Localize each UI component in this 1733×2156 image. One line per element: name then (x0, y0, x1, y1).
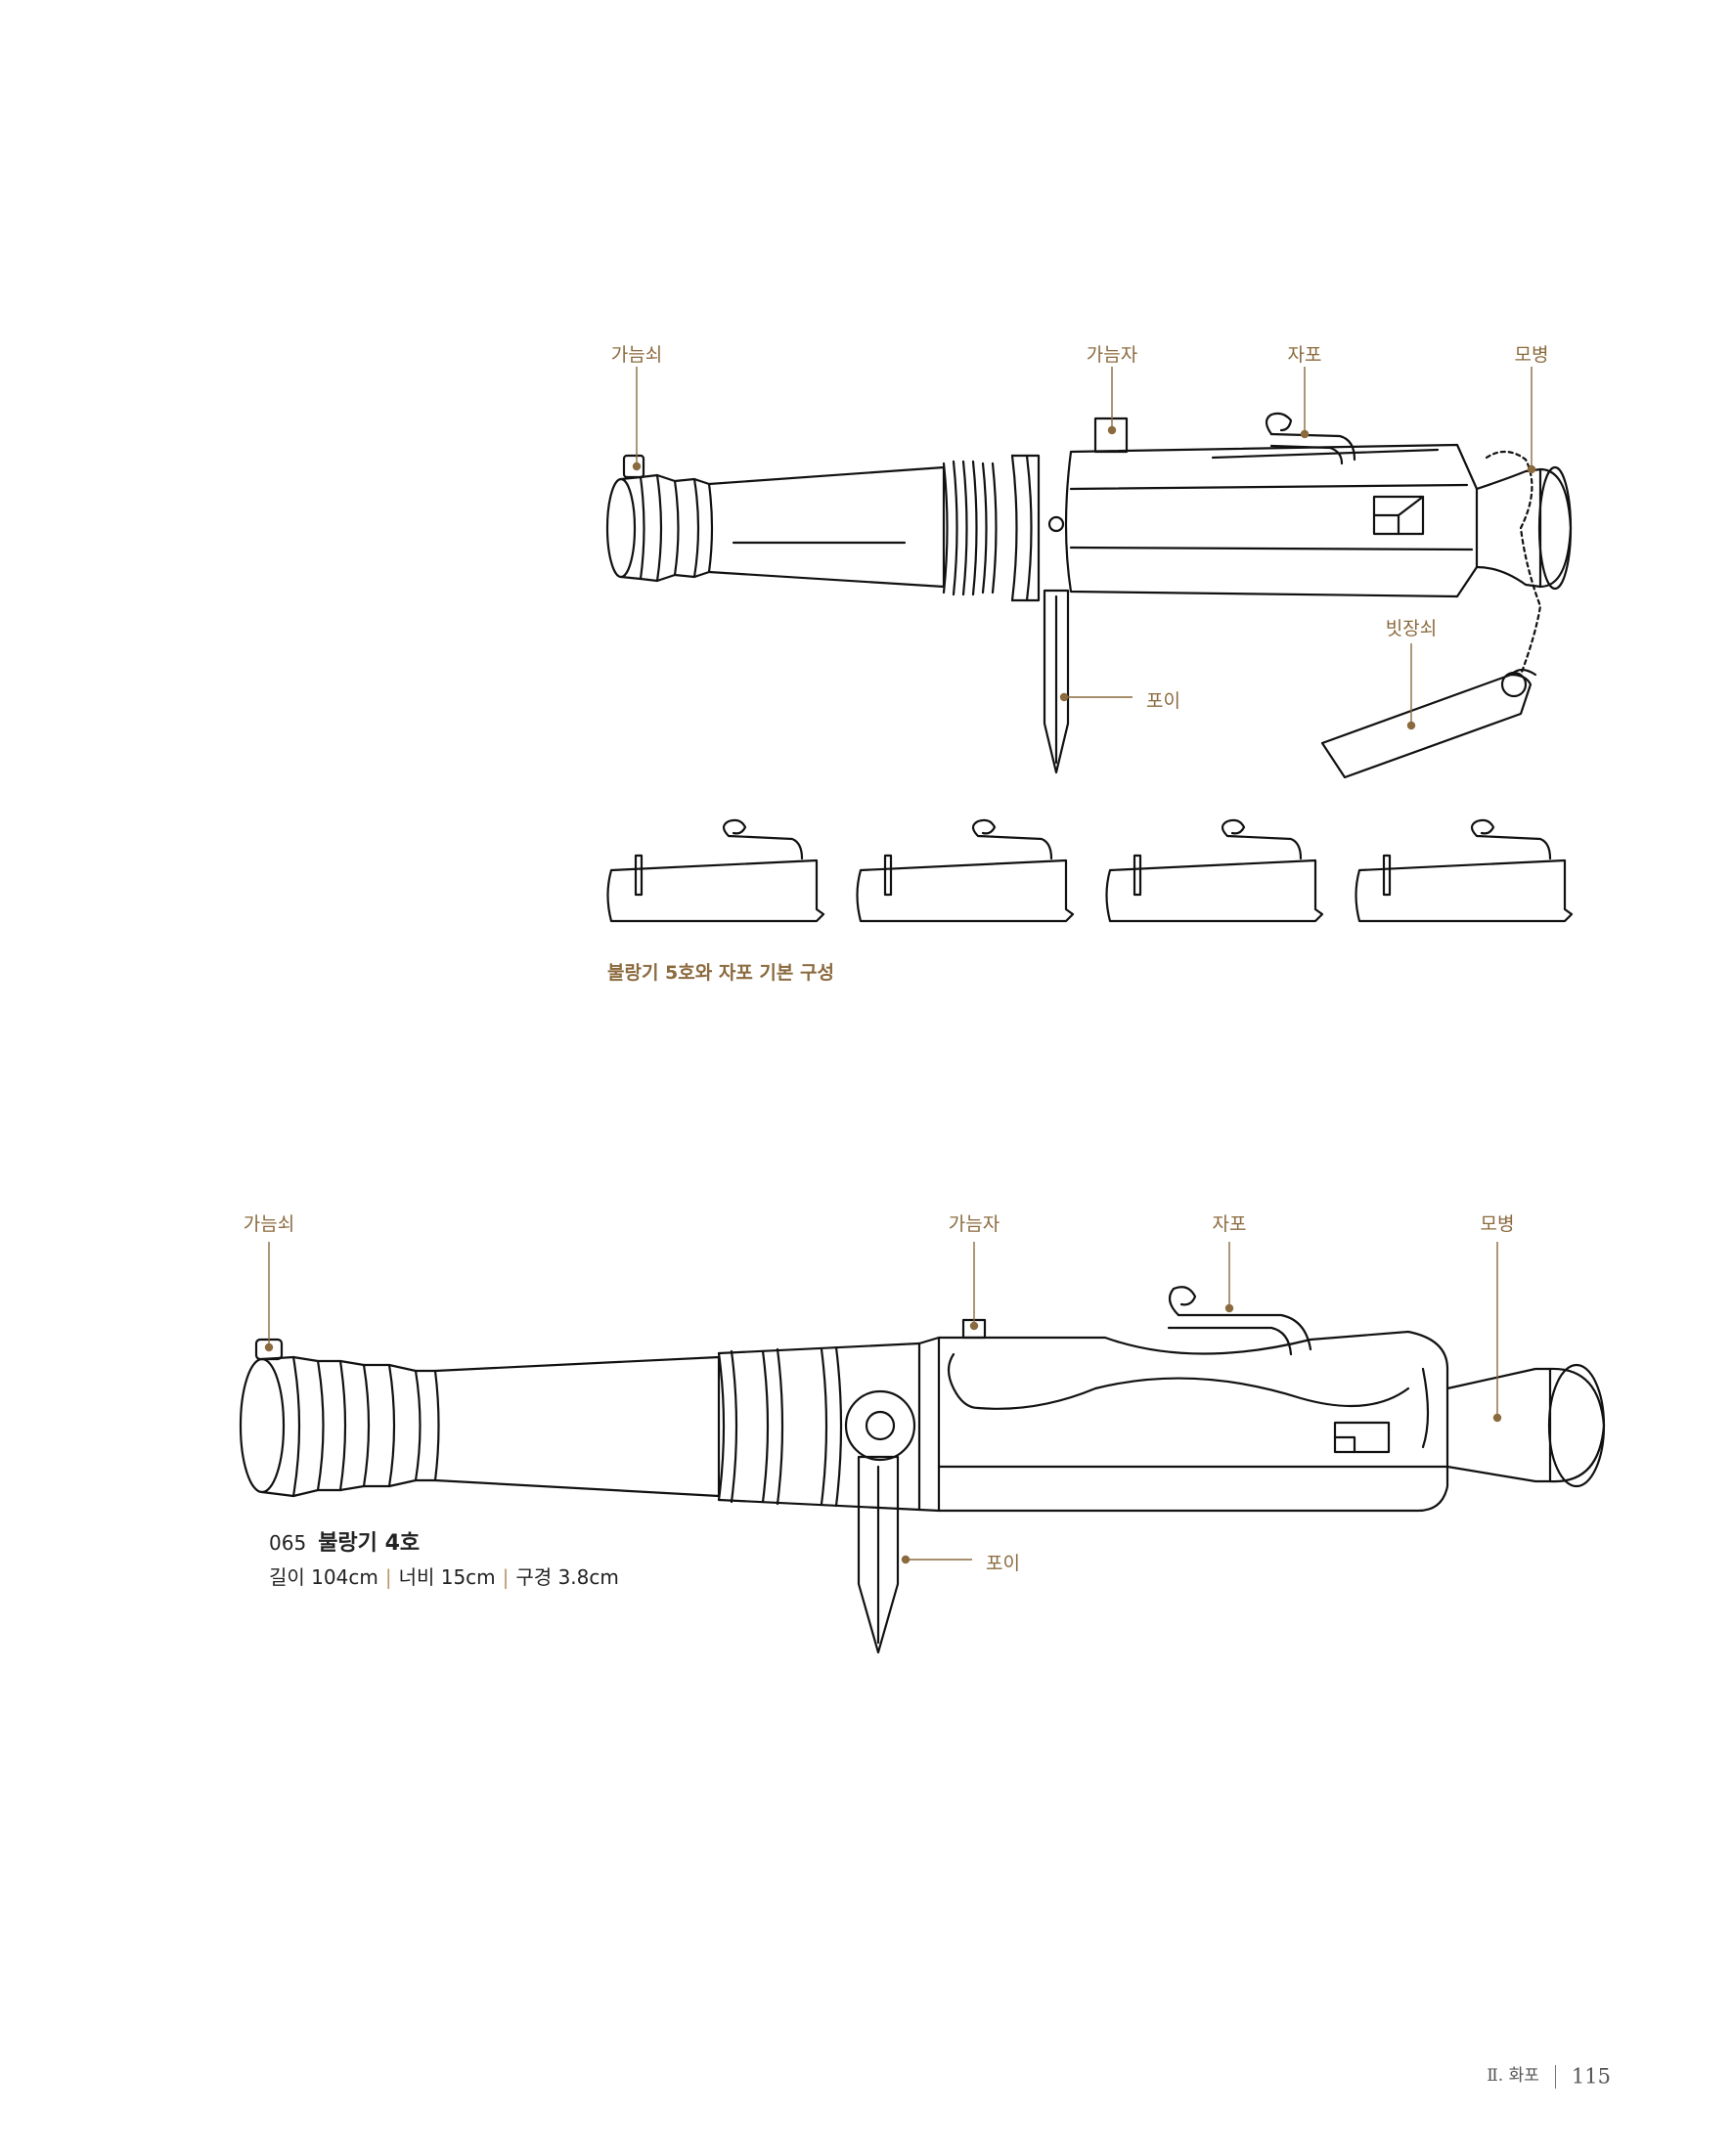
bottom-label-gauge-pin: 가늠쇠 (243, 1213, 295, 1235)
page-number: 115 (1571, 2064, 1611, 2089)
item-number: 065 (269, 1531, 307, 1555)
section-name: Ⅱ. 화포 (1487, 2066, 1539, 2086)
top-label-spike: 포이 (1146, 690, 1180, 712)
bottom-label-rear-sight: 가늠자 (948, 1213, 1000, 1235)
top-figure-caption: 불랑기 5호와 자포 기본 구성 (607, 962, 834, 984)
spec-bore: 구경 3.8cm (515, 1565, 619, 1589)
page-footer: Ⅱ. 화포 115 (1487, 2061, 1611, 2089)
spec-width: 너비 15cm (398, 1565, 496, 1589)
footer-divider (1554, 2064, 1556, 2089)
top-label-tail-socket: 모병 (1514, 344, 1549, 366)
spare-chamber-3 (1105, 818, 1324, 923)
top-label-wedge: 빗장쇠 (1385, 618, 1438, 639)
spare-chamber-4 (1355, 818, 1574, 923)
item-specs: 길이 104cm|너비 15cm|구경 3.8cm (269, 1562, 619, 1590)
item-name: 불랑기 4호 (318, 1531, 421, 1556)
item-title: 065 불랑기 4호 (269, 1525, 420, 1557)
top-label-gauge-pin: 가늠쇠 (610, 344, 663, 366)
leader-lines (264, 367, 1536, 1564)
bottom-label-tail-socket: 모병 (1480, 1213, 1515, 1235)
top-label-rear-sight: 가늠자 (1086, 344, 1138, 366)
bottom-cannon-drawing (239, 1286, 1606, 1654)
spec-divider: | (384, 1565, 392, 1589)
bottom-label-spike: 포이 (986, 1553, 1020, 1574)
top-label-breech-chamber: 자포 (1287, 344, 1322, 366)
bottom-label-breech-chamber: 자포 (1212, 1213, 1247, 1235)
top-cannon-drawing (605, 412, 1574, 923)
spec-length: 길이 104cm (269, 1565, 378, 1589)
spec-divider: | (502, 1565, 510, 1589)
spare-chamber-2 (856, 818, 1075, 923)
spare-chamber-1 (606, 818, 825, 923)
